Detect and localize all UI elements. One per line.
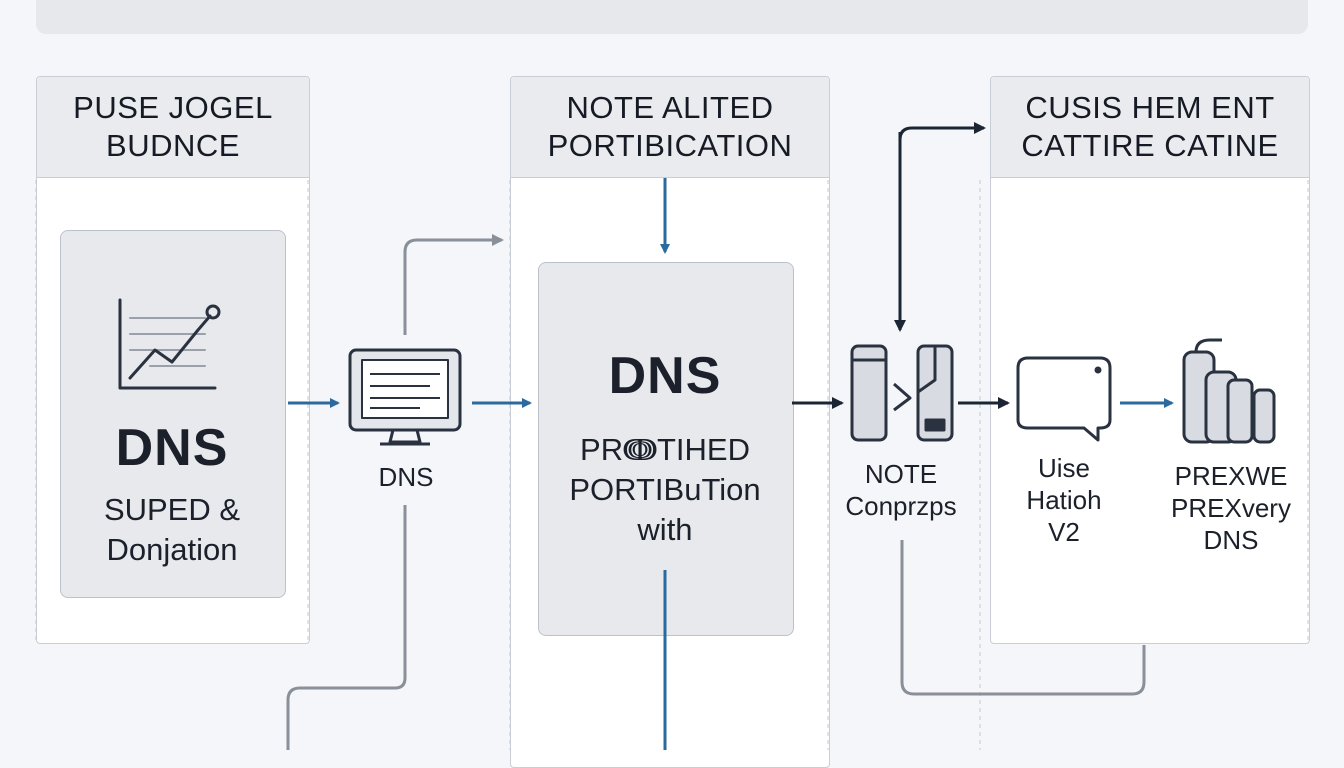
diagram-connectors bbox=[35, 122, 1309, 750]
panel-right-title: CUSIS HEM ENT CATTIRE CATINE bbox=[1021, 90, 1279, 163]
arrow-loop-right bbox=[898, 122, 986, 141]
connector-monitor-down bbox=[286, 505, 407, 750]
note-node-label: NOTE Conprzps bbox=[845, 459, 957, 521]
panel-right-header: CUSIS HEM ENT CATTIRE CATINE bbox=[991, 77, 1309, 178]
panel-middle-title: NOTE ALITED PORTIBICATION bbox=[547, 90, 793, 163]
left-card-title: DNS bbox=[115, 419, 229, 477]
line-chart-icon bbox=[118, 298, 221, 390]
chat-node-label: Uise Hatioh V2 bbox=[1026, 453, 1102, 547]
connector-bottom-loop bbox=[900, 540, 1146, 696]
guide-lines bbox=[35, 180, 1309, 750]
connector-monitor-up bbox=[403, 234, 504, 335]
left-card-subtitle: SUPED & Donjation bbox=[103, 492, 241, 567]
server-switch-icon bbox=[850, 344, 954, 442]
monitor-label: DNS bbox=[378, 462, 434, 492]
monitor-icon bbox=[348, 348, 462, 446]
panel-left-title: PUSE JOGEL BUDNCE bbox=[73, 90, 273, 163]
middle-card-body: PRↈTIHED PORTIBuTion with bbox=[569, 432, 761, 547]
left-card bbox=[60, 230, 286, 598]
database-stack-icon bbox=[1182, 338, 1276, 444]
middle-card-title: DNS bbox=[608, 347, 722, 405]
panel-left-header: PUSE JOGEL BUDNCE bbox=[37, 77, 309, 178]
chat-bubble-icon bbox=[1016, 356, 1112, 442]
panel-middle-header: NOTE ALITED PORTIBICATION bbox=[511, 77, 829, 178]
prexwe-node-label: PREXWE PREXvery DNS bbox=[1171, 461, 1291, 555]
title-bar bbox=[36, 0, 1308, 34]
